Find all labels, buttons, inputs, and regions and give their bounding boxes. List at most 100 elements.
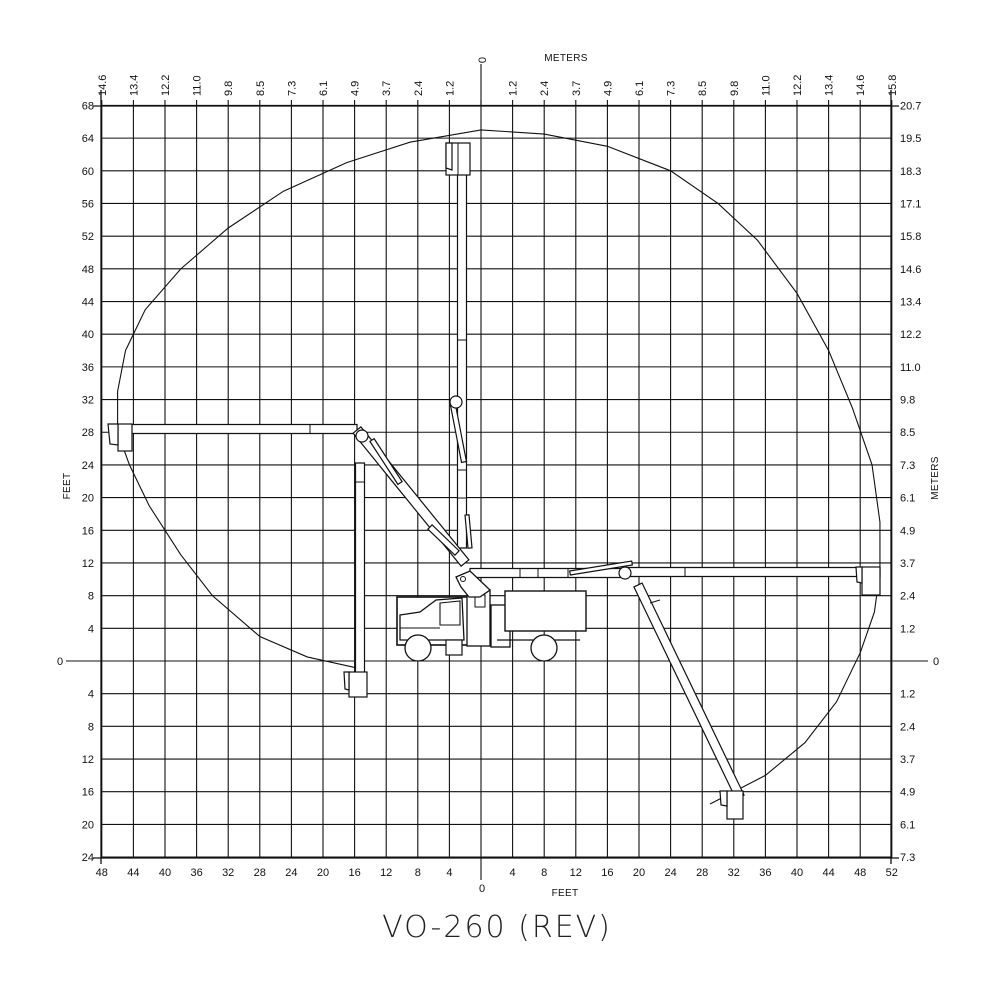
left-feet-tick-label: 12 (82, 558, 94, 570)
right-meter-tick-label: 9.8 (900, 395, 915, 407)
top-meter-tick-label: 9.8 (223, 81, 235, 96)
bottom-feet-tick-label: 52 (886, 867, 898, 879)
left-feet-tick-label: 48 (82, 264, 94, 276)
grid-lines (66, 64, 928, 880)
left-feet-tick-label: 64 (82, 133, 94, 145)
left-feet-tick-label: 4 (88, 623, 94, 635)
left-feet-tick-label: 60 (82, 166, 94, 178)
top-meter-tick-label: 8.5 (255, 81, 267, 96)
left-feet-tick-label: 4 (88, 689, 94, 701)
top-meter-tick-label: 7.3 (286, 81, 298, 96)
boom-vertical-down-left (343, 462, 368, 698)
top-meter-tick-label: 12.2 (792, 75, 804, 96)
top-meter-tick-label: 14.6 (97, 75, 109, 96)
top-meter-tick-label: 6.1 (318, 81, 330, 96)
cab-window (439, 600, 461, 626)
rear-wheel (530, 634, 558, 662)
top-meter-tick-label: 13.4 (128, 75, 140, 96)
right-axis-title: METERS (930, 456, 941, 499)
right-meter-tick-label: 15.8 (900, 231, 921, 243)
top-origin-label: 0 (477, 57, 489, 63)
bottom-feet-tick-label: 24 (664, 867, 676, 879)
right-meter-tick-label: 6.1 (900, 819, 915, 831)
top-meter-tick-label: 2.4 (539, 81, 551, 96)
bottom-feet-tick-label: 12 (570, 867, 582, 879)
boom-vertical-up (445, 142, 473, 549)
bottom-feet-tick-label: 44 (127, 867, 139, 879)
top-meter-tick-label: 11.0 (760, 75, 772, 96)
right-meter-tick-label: 3.7 (900, 558, 915, 570)
lower-cylinder (464, 514, 473, 549)
top-meter-tick-label: 7.3 (666, 81, 678, 96)
bottom-feet-tick-label: 16 (348, 867, 360, 879)
left-feet-tick-label: 28 (82, 427, 94, 439)
top-meter-tick-label: 3.7 (571, 81, 583, 96)
platform-bucket (343, 671, 368, 698)
lower-cylinder (427, 523, 460, 557)
boom-section-joint (649, 599, 661, 604)
bottom-feet-tick-label: 4 (510, 867, 516, 879)
right-meter-tick-label: 12.2 (900, 329, 921, 341)
left-feet-tick-label: 16 (82, 787, 94, 799)
bucket-lip (855, 566, 863, 584)
bucket-body (348, 671, 368, 698)
bottom-feet-tick-label: 40 (159, 867, 171, 879)
left-feet-tick-label: 52 (82, 231, 94, 243)
top-meter-tick-label: 9.8 (729, 81, 741, 96)
left-origin-label: 0 (57, 656, 63, 668)
bucket-lip (719, 790, 728, 807)
boom-horizontal-left (107, 423, 470, 567)
bottom-feet-tick-label: 24 (285, 867, 297, 879)
bottom-feet-tick-label: 4 (446, 867, 452, 879)
bottom-feet-tick-label: 28 (696, 867, 708, 879)
reach-envelope (117, 129, 881, 805)
left-feet-tick-label: 8 (88, 591, 94, 603)
right-origin-label: 0 (933, 656, 939, 668)
bottom-feet-tick-label: 28 (254, 867, 266, 879)
working-envelope-curve (117, 129, 881, 805)
bottom-axis-title: FEET (552, 888, 579, 899)
right-meter-tick-label: 14.6 (900, 264, 921, 276)
right-meter-tick-label: 18.3 (900, 166, 921, 178)
left-feet-tick-label: 32 (82, 395, 94, 407)
bucket-lip (343, 671, 350, 691)
lower-boom-angled (352, 426, 470, 567)
right-meter-tick-label: 4.9 (900, 525, 915, 537)
left-feet-tick-label: 36 (82, 362, 94, 374)
top-meter-tick-label: 14.6 (855, 75, 867, 96)
left-feet-tick-label: 56 (82, 198, 94, 210)
top-meter-tick-label: 1.2 (508, 81, 520, 96)
top-meter-tick-label: 11.0 (192, 75, 204, 96)
platform-bucket (861, 566, 881, 596)
left-feet-tick-label: 40 (82, 329, 94, 341)
left-feet-tick-label: 16 (82, 525, 94, 537)
right-meter-tick-label: 17.1 (900, 198, 921, 210)
top-meter-tick-label: 8.5 (697, 81, 709, 96)
right-meter-tick-label: 3.7 (900, 754, 915, 766)
right-meter-tick-label: 8.5 (900, 427, 915, 439)
knuckle-joint (355, 429, 369, 443)
bucket-lip (107, 423, 119, 446)
top-meter-tick-label: 1.2 (444, 81, 456, 96)
right-meter-tick-label: 6.1 (900, 493, 915, 505)
bottom-feet-tick-label: 36 (190, 867, 202, 879)
left-feet-tick-label: 24 (82, 460, 94, 472)
right-meter-tick-label: 20.7 (900, 100, 921, 112)
top-meter-tick-label: 4.9 (602, 81, 614, 96)
left-feet-tick-label: 8 (88, 721, 94, 733)
upper-boom-vertical-down (354, 462, 366, 681)
top-meter-tick-label: 12.2 (160, 75, 172, 96)
right-meter-tick-label: 2.4 (900, 721, 915, 733)
upper-boom-vertical (456, 149, 468, 549)
left-feet-tick-label: 44 (82, 297, 94, 309)
top-meter-tick-label: 2.4 (413, 81, 425, 96)
right-meter-tick-label: 7.3 (900, 852, 915, 864)
lift-cylinder (568, 560, 634, 576)
left-feet-tick-label: 12 (82, 754, 94, 766)
upper-boom-horizontal-left (129, 423, 358, 435)
right-meter-tick-label: 11.0 (900, 362, 921, 374)
bottom-feet-tick-label: 32 (728, 867, 740, 879)
